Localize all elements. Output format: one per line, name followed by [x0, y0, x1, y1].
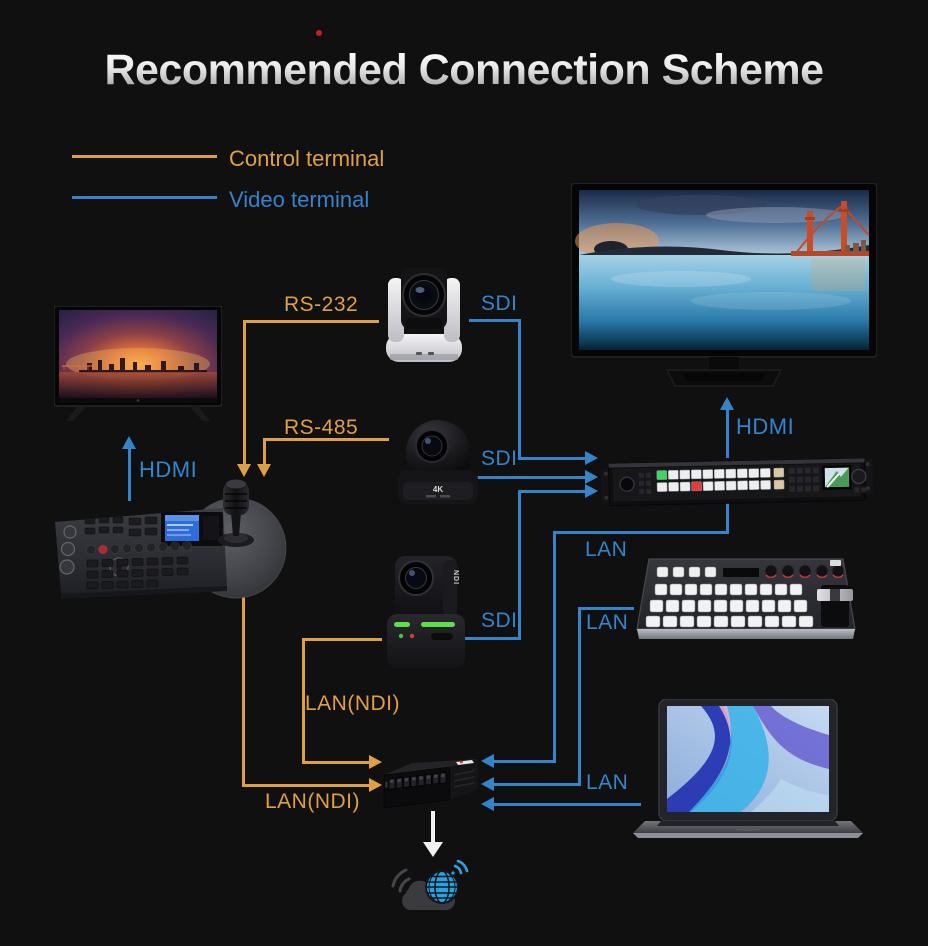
laptop — [631, 699, 863, 841]
rs232-label: RS-232 — [284, 293, 359, 316]
legend-control-line — [72, 155, 217, 158]
panel-lan-arrow — [481, 777, 494, 791]
tv-display — [54, 306, 222, 426]
studio-monitor-graphic — [571, 183, 877, 387]
hdmi-label-left: HDMI — [139, 457, 198, 482]
legend-video-label: Video terminal — [229, 187, 370, 212]
rs232-arrow — [237, 464, 251, 477]
internet-cloud — [389, 852, 473, 916]
whitecam-sdi-arrow — [585, 451, 598, 465]
internet-globe-icon — [391, 859, 469, 910]
joystick-controller — [53, 474, 293, 600]
network-switch — [380, 749, 484, 813]
sdi-label-1: SDI — [481, 292, 518, 315]
laptop-graphic — [633, 699, 863, 838]
lan-label-1: LAN — [585, 538, 628, 561]
camera-ndi-label: NDI — [452, 570, 459, 585]
globe-icon — [425, 870, 459, 904]
sdi-label-3: SDI — [481, 609, 518, 632]
ptz-camera-ndi-graphic: NDI — [387, 556, 465, 668]
sdi-label-2: SDI — [481, 447, 518, 470]
ndicam-lan-arrow — [369, 755, 382, 769]
lan-label-3: LAN — [586, 771, 629, 794]
tv-display-graphic — [54, 306, 222, 421]
ptz-camera-white-graphic — [386, 268, 462, 362]
ptz-camera-4k: 4K — [394, 406, 482, 510]
4kcam-sdi-arrow — [585, 470, 598, 484]
hdmi-label-right: HDMI — [736, 414, 795, 439]
ndicam-sdi-arrow — [585, 484, 598, 498]
ptz-camera-white — [376, 264, 472, 368]
switcher-control-panel — [631, 551, 863, 655]
legend-control-label: Control terminal — [229, 146, 385, 171]
ptz-camera-4k-graphic: 4K — [398, 420, 478, 504]
laptop-lan-arrow — [481, 797, 494, 811]
network-switch-graphic — [383, 759, 478, 809]
monitor-hdmi-arrow — [720, 397, 734, 410]
studio-monitor — [571, 183, 877, 403]
video-switcher-graphic — [601, 457, 873, 507]
lan-ndi-label-top: LAN(NDI) — [305, 692, 401, 715]
controller-lan-arrow — [369, 778, 382, 792]
ptz-camera-ndi: NDI — [381, 554, 469, 674]
legend-video-line — [72, 196, 217, 199]
lan-ndi-label-bottom: LAN(NDI) — [265, 790, 361, 813]
red-dot-artifact — [316, 30, 322, 36]
joystick-controller-graphic — [55, 479, 287, 599]
lan-label-2: LAN — [586, 611, 629, 634]
switcher-lan-arrow — [481, 754, 494, 768]
rs485-arrow — [257, 464, 271, 477]
camera-4k-badge: 4K — [433, 485, 443, 494]
signal-icon — [451, 859, 469, 875]
video-switcher — [601, 449, 873, 515]
tv-hdmi-arrow — [122, 436, 136, 449]
page-title: Recommended Connection Scheme — [0, 46, 928, 95]
internet-arrow — [423, 842, 443, 857]
switcher-control-panel-graphic — [636, 558, 856, 639]
rs485-label: RS-485 — [284, 416, 359, 439]
